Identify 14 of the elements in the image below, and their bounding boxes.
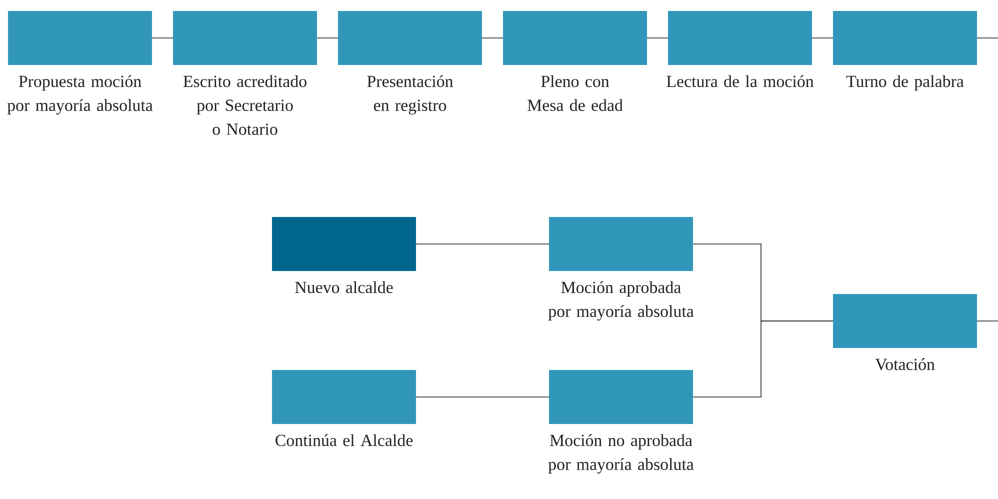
connector-line [416, 396, 550, 398]
step-label: Moción no aprobada por mayoría absoluta [548, 434, 694, 474]
step-label: Nuevo alcalde [295, 281, 393, 294]
step-label: Continúa el Alcalde [276, 434, 413, 446]
step-label: Presentación en registro [367, 75, 454, 115]
step-label: Moción aprobada por mayoría absoluta [548, 281, 694, 321]
step-label: Votación [875, 358, 935, 370]
step-label: Turno de palabra [846, 75, 964, 91]
step-label: Escrito acreditado por Secretario o Notario [183, 75, 306, 135]
connector-line [976, 320, 998, 322]
step-label: Propuesta moción por mayoría absoluta [7, 75, 153, 115]
connector-line [692, 320, 834, 398]
step-label: Pleno con Mesa de edad [528, 75, 623, 112]
step-label: Lectura de la moción [666, 75, 814, 88]
